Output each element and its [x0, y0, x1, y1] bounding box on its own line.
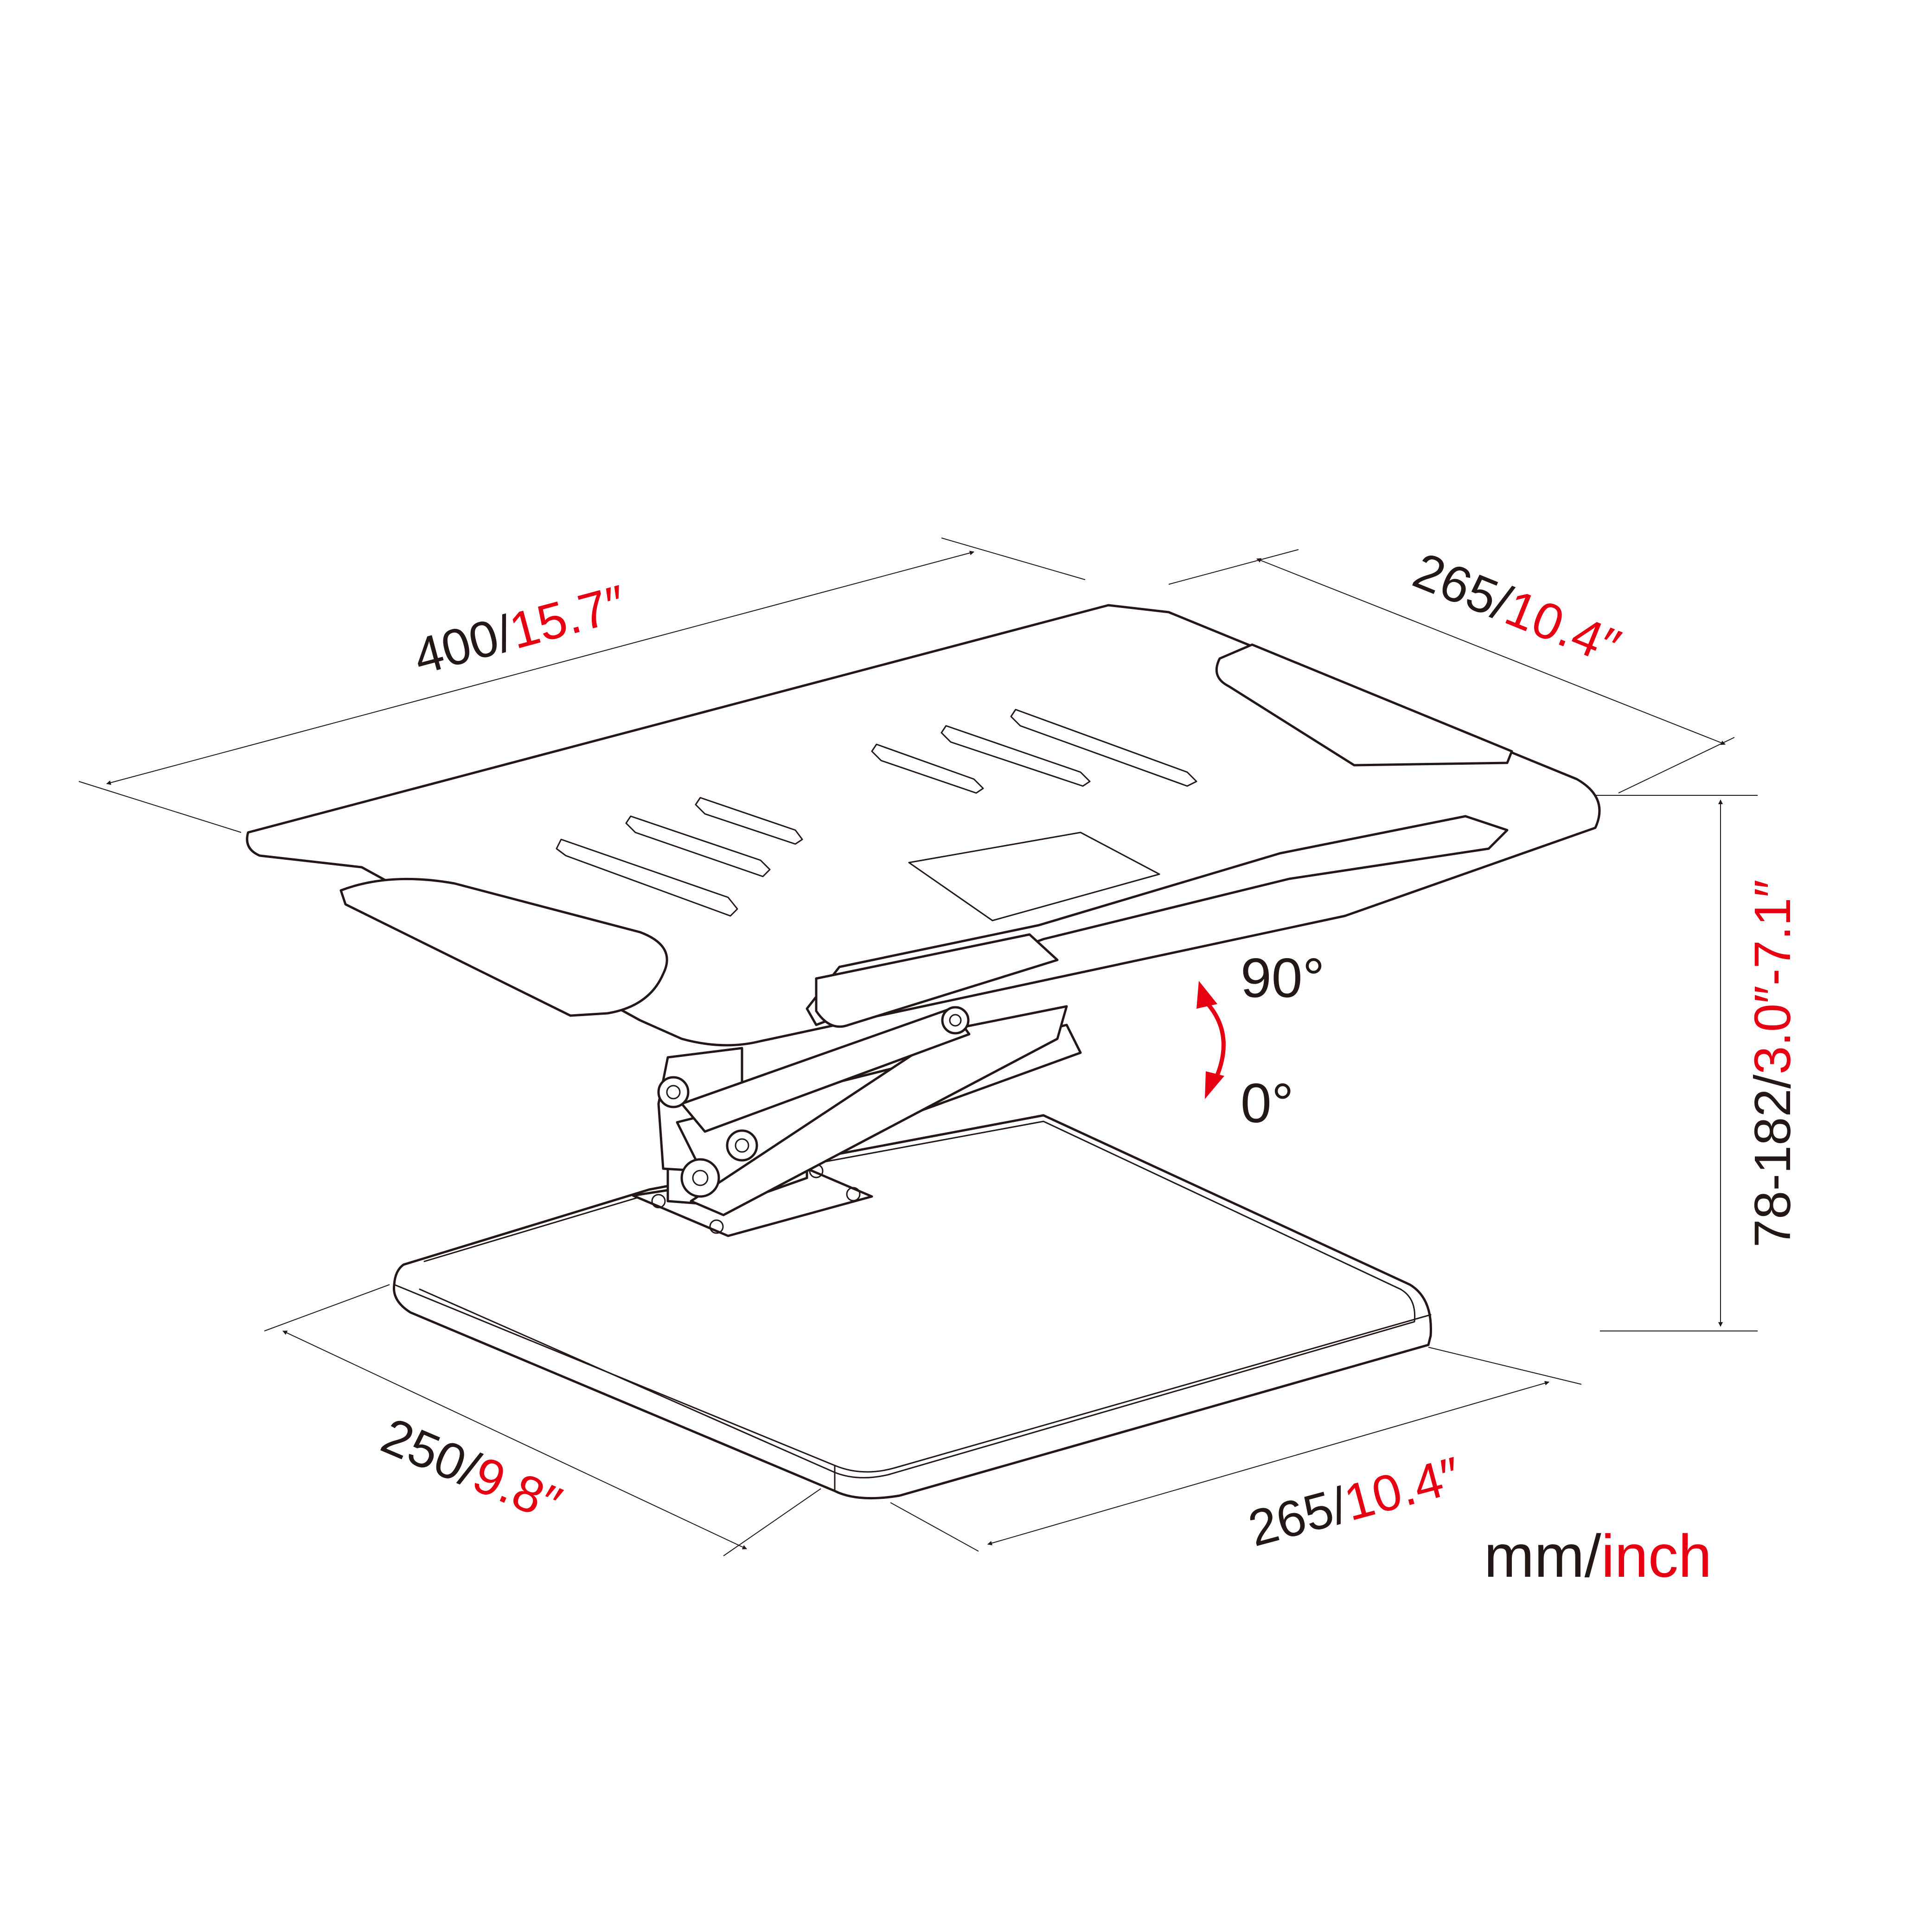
top-depth-label: 265/10.4″	[1406, 542, 1628, 676]
top-width-label: 400/15.7″	[408, 574, 632, 685]
hinge-bolt	[680, 1158, 720, 1198]
base-depth-label: 250/9.8″	[374, 1407, 569, 1533]
hinge-bolt	[726, 1129, 758, 1162]
tilt-angle-arrow	[1196, 981, 1226, 1099]
hinge-arms	[657, 1005, 1082, 1216]
units-legend: mm/inch	[1484, 1522, 1712, 1590]
tilt-min-label: 0°	[1241, 1072, 1294, 1134]
height-label: 78-182/3.0″-7.1″	[1744, 880, 1801, 1247]
base-plate	[392, 1114, 1432, 1500]
tilt-max-label: 90°	[1241, 947, 1324, 1009]
hinge-bolt	[941, 1006, 970, 1035]
hinge-bolt	[657, 1076, 690, 1108]
base-width-label: 265/10.4″	[1242, 1446, 1466, 1557]
